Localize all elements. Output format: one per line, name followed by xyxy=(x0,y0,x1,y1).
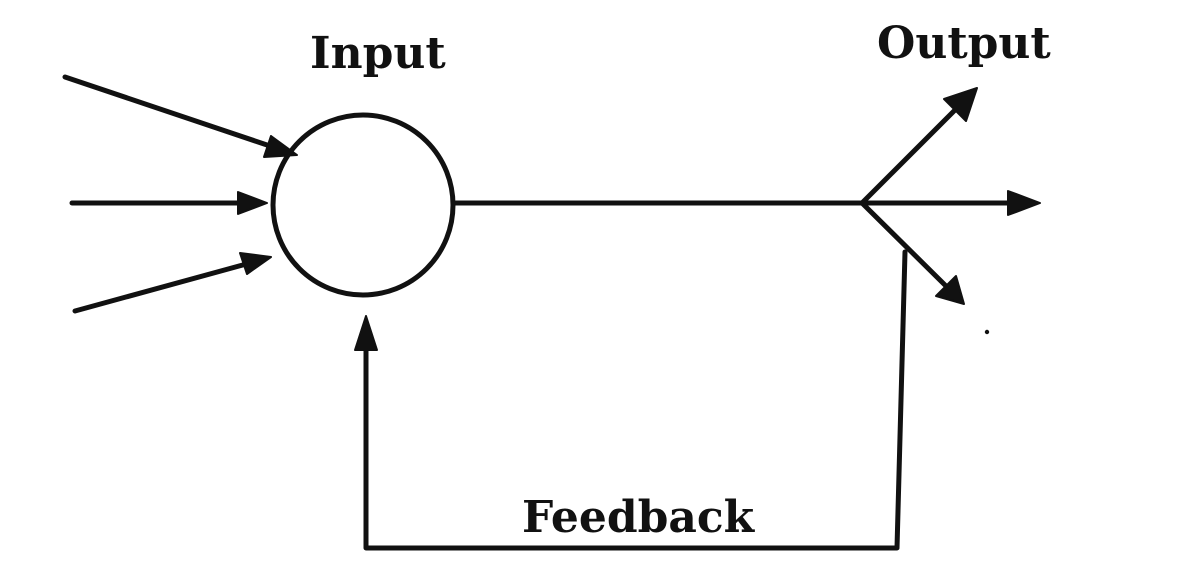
print-speck xyxy=(984,329,990,335)
output-arrow-up xyxy=(859,87,978,206)
input-arrow-1 xyxy=(62,74,298,158)
output-label: Output xyxy=(877,18,1051,69)
feedback-loop-arrow xyxy=(354,249,908,551)
input-label: Input xyxy=(310,28,446,79)
output-arrow-straight xyxy=(859,190,1041,216)
output-arrow-down xyxy=(859,200,965,305)
input-arrow-2 xyxy=(69,191,268,215)
feedback-label: Feedback xyxy=(522,492,756,543)
node-circle xyxy=(270,112,456,298)
input-arrow-3 xyxy=(72,252,272,314)
